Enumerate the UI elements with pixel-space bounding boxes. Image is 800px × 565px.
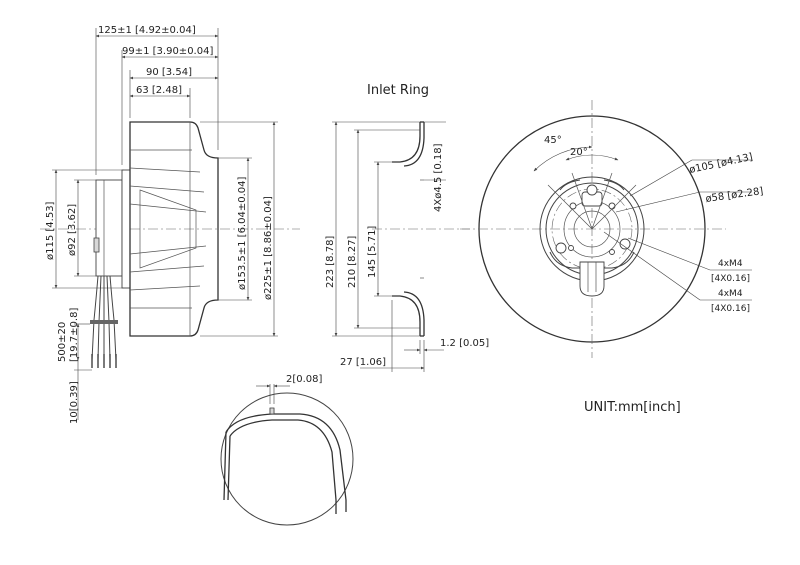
angle-20: 20° bbox=[570, 147, 588, 158]
dim-m4-b: 4xM4 bbox=[718, 289, 743, 299]
dim-m4-a-inch: [4X0.16] bbox=[711, 274, 750, 284]
connector-icon bbox=[93, 237, 100, 253]
dim-2: 2[0.08] bbox=[286, 374, 323, 385]
detail-view: 2[0.08] bbox=[220, 374, 354, 526]
dim-145: 145 [5.71] bbox=[367, 226, 378, 278]
dim-phi105: ø105 [ø4.13] bbox=[688, 152, 754, 176]
dim-1-2: 1.2 [0.05] bbox=[440, 338, 489, 349]
dim-m4-b-inch: [4X0.16] bbox=[711, 304, 750, 314]
dim-lead: 500±20 bbox=[57, 322, 68, 362]
dim-phi58: ø58 [ø2.28] bbox=[705, 186, 764, 205]
dim-99: 99±1 [3.90±0.04] bbox=[122, 46, 213, 57]
dim-m4-a: 4xM4 bbox=[718, 259, 743, 269]
dim-27: 27 [1.06] bbox=[340, 357, 386, 368]
side-view: 125±1 [4.92±0.04] 99±1 [3.90±0.04] 90 [3… bbox=[40, 25, 300, 424]
dim-210: 210 [8.27] bbox=[347, 236, 358, 288]
dim-63: 63 [2.48] bbox=[136, 85, 182, 96]
dim-phi225: ø225±1 [8.86±0.04] bbox=[263, 196, 274, 300]
dim-lead-inch: [19.7±0.8] bbox=[69, 308, 80, 362]
dim-phi153: ø153.5±1 [6.04±0.04] bbox=[237, 177, 248, 290]
dim-90: 90 [3.54] bbox=[146, 67, 192, 78]
dim-holes: 4Xø4.5 [0.18] bbox=[433, 143, 444, 212]
front-view: 45° 20° ø105 [ø4.13] ø58 [ø2.28] 4xM4 [4… bbox=[460, 100, 764, 358]
dim-strip: 10[0.39] bbox=[69, 381, 80, 424]
inlet-ring-title: Inlet Ring bbox=[367, 83, 429, 98]
dim-223: 223 [8.78] bbox=[325, 236, 336, 288]
angle-45: 45° bbox=[544, 135, 562, 146]
unit-note: UNIT:mm[inch] bbox=[584, 400, 681, 415]
dim-125: 125±1 [4.92±0.04] bbox=[98, 25, 196, 36]
dim-phi115: ø115 [4.53] bbox=[45, 201, 56, 260]
dim-phi92: ø92 [3.62] bbox=[67, 204, 78, 256]
inlet-ring-view: Inlet Ring 223 [8.78] 210 [8.27] 145 [5.… bbox=[325, 83, 489, 372]
